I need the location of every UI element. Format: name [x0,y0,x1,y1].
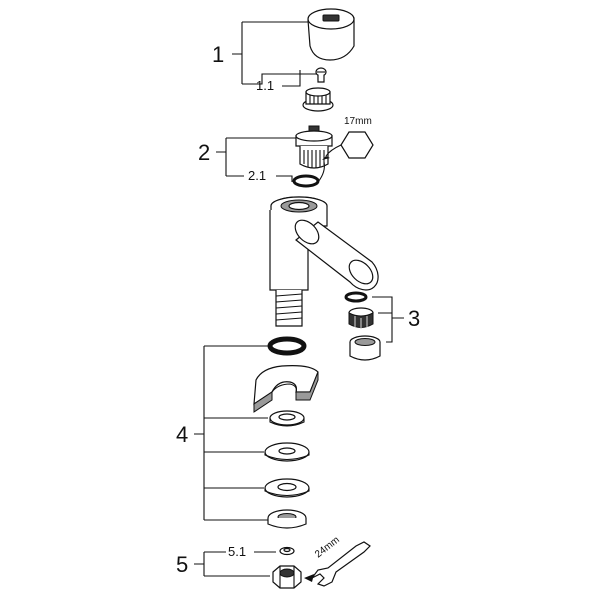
cartridge-part [302,87,334,112]
connection-parts [272,546,302,589]
callout-5: 5 5.1 [176,544,276,577]
callout-3: 3 [372,296,420,343]
label-4: 4 [176,422,188,447]
label-2: 2 [198,140,210,165]
wrench-size-label: 24mm [313,535,342,561]
aerator-parts [344,291,381,361]
label-5-1: 5.1 [228,544,246,559]
ring-arrow [317,161,325,183]
gasket-ring [267,336,307,356]
label-1: 1 [212,42,224,67]
screw-part [315,67,327,83]
handle-cap [307,8,355,61]
hex-17mm-tool: 17mm [322,116,374,160]
tap-body [269,196,379,327]
callout-1: 1 1.1 [212,21,319,93]
valve-body [295,125,333,169]
hex-size-label: 17mm [344,116,372,127]
label-2-1: 2.1 [248,168,266,183]
label-3: 3 [408,306,420,331]
label-5: 5 [176,552,188,577]
callout-2: 2 2.1 [198,137,301,183]
wrench-24mm-tool: 24mm [304,535,371,587]
o-ring-2-1 [292,174,320,188]
label-1-1: 1.1 [256,78,274,93]
fixing-parts [253,336,319,529]
callout-4: 4 [176,345,268,521]
